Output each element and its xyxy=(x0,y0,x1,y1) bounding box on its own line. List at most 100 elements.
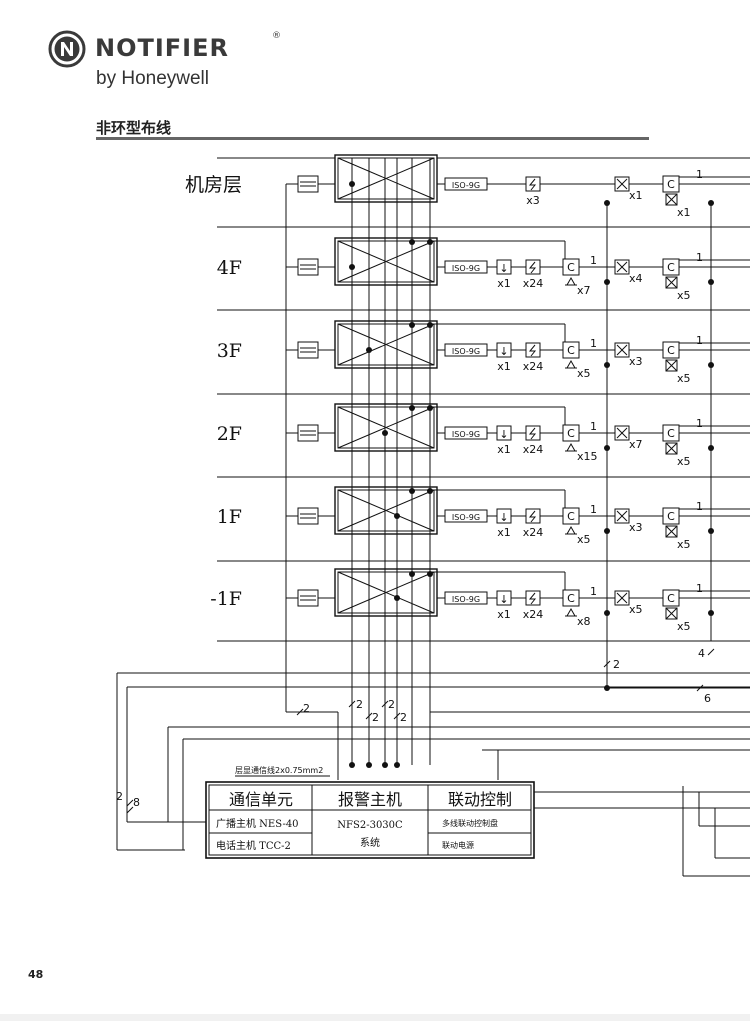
junction-dot xyxy=(382,430,388,436)
wire-count: 4 xyxy=(698,647,705,660)
brand-subtitle: by Honeywell xyxy=(96,68,209,89)
junction-dot xyxy=(604,279,610,285)
table-header: 通信单元 xyxy=(229,790,293,809)
box-cross-line xyxy=(337,157,435,200)
wire-count-tick xyxy=(603,660,611,668)
device-count: x15 xyxy=(577,450,598,463)
junction-dot xyxy=(708,528,714,534)
floor-display-icon xyxy=(297,175,319,193)
floor-label: 3F xyxy=(217,340,242,362)
box-cross-line xyxy=(337,323,435,366)
beam-glyph xyxy=(616,592,628,604)
module-letter: C xyxy=(667,344,675,357)
table-outer-border xyxy=(205,781,535,859)
device-count: x24 xyxy=(523,277,544,290)
floor-label: -1F xyxy=(210,588,242,610)
wire-count: 2 xyxy=(116,790,123,803)
speaker-icon xyxy=(566,525,576,535)
device-count: x24 xyxy=(523,608,544,621)
relay-glyph xyxy=(665,193,678,206)
junction-dot xyxy=(427,488,433,494)
table-cell: 系统 xyxy=(360,836,380,849)
floor-display-icon xyxy=(297,424,319,442)
beam-glyph xyxy=(616,427,628,439)
isolator-label: ISO-9G xyxy=(452,264,480,273)
junction-dot xyxy=(394,595,400,601)
junction-dot xyxy=(708,445,714,451)
device-count: x5 xyxy=(677,455,691,468)
module-letter: C xyxy=(567,510,575,523)
notifier-logo-icon xyxy=(48,30,86,68)
junction-dot xyxy=(366,347,372,353)
detector-icon xyxy=(525,590,541,606)
device-count: x5 xyxy=(629,603,643,616)
device-count: x1 xyxy=(629,189,643,202)
junction-dot xyxy=(427,405,433,411)
junction-dot xyxy=(427,239,433,245)
manual-glyph: ↓ xyxy=(499,345,508,358)
line-tag: 1 xyxy=(590,254,597,267)
detector-icon xyxy=(525,425,541,441)
table-header: 联动控制 xyxy=(448,790,512,809)
module-letter: C xyxy=(567,261,575,274)
junction-dot xyxy=(349,264,355,270)
junction-dot xyxy=(394,513,400,519)
line-tag: 1 xyxy=(590,420,597,433)
junction-dot xyxy=(427,322,433,328)
detector-glyph xyxy=(528,427,537,440)
speaker-icon xyxy=(566,359,576,369)
junction-dot xyxy=(604,445,610,451)
beam-glyph xyxy=(616,510,628,522)
device-count: x24 xyxy=(523,443,544,456)
relay-glyph xyxy=(665,525,678,538)
speaker-icon xyxy=(566,276,576,286)
line-tag: 1 xyxy=(696,582,703,595)
table-note: 层显通信线2x0.75mm2 xyxy=(235,765,323,775)
wire-count: 2 xyxy=(356,698,363,711)
wire-count: 2 xyxy=(388,698,395,711)
control-table: 层显通信线2x0.75mm2通信单元报警主机联动控制广播主机 NES-40电话主… xyxy=(205,765,535,859)
device-count: x8 xyxy=(577,615,591,628)
beam-glyph xyxy=(616,344,628,356)
table-inner-border xyxy=(208,784,532,856)
device-count: x5 xyxy=(677,620,691,633)
module-letter: C xyxy=(567,427,575,440)
table-cell: 电话主机 TCC-2 xyxy=(216,839,291,852)
manual-glyph: ↓ xyxy=(499,428,508,441)
device-count: x1 xyxy=(497,526,511,539)
device-count: x1 xyxy=(497,360,511,373)
wire-count: 2 xyxy=(372,711,379,724)
detector-icon xyxy=(525,259,541,275)
detector-glyph xyxy=(528,261,537,274)
line-tag: 1 xyxy=(590,585,597,598)
junction-box-inner xyxy=(337,571,435,614)
beam-glyph xyxy=(616,261,628,273)
floor-label: 机房层 xyxy=(185,174,242,196)
isolator-label: ISO-9G xyxy=(452,347,480,356)
device-count: x1 xyxy=(497,443,511,456)
junction-dot xyxy=(366,762,372,768)
line-tag: 1 xyxy=(590,337,597,350)
junction-box-inner xyxy=(337,157,435,200)
line-tag: 1 xyxy=(696,251,703,264)
relay-glyph xyxy=(665,607,678,620)
isolator-label: ISO-9G xyxy=(452,513,480,522)
module-letter: C xyxy=(667,427,675,440)
device-count: x1 xyxy=(497,277,511,290)
line-tag: 1 xyxy=(696,334,703,347)
floor-label: 2F xyxy=(217,423,242,445)
table-cell: 广播主机 NES-40 xyxy=(216,817,299,830)
detector-glyph xyxy=(528,178,537,191)
wire-count: 2 xyxy=(400,711,407,724)
box-cross-line xyxy=(337,489,435,532)
module-letter: C xyxy=(667,592,675,605)
junction-dot xyxy=(604,610,610,616)
wire-count-tick xyxy=(126,806,134,814)
table-cell: 多线联动控制盘 xyxy=(442,818,498,828)
page-number: 48 xyxy=(28,968,44,981)
wire-count-tick xyxy=(348,700,356,708)
junction-box-inner xyxy=(337,240,435,283)
wire-count: 2 xyxy=(303,702,310,715)
brand-name: NOTIFIER xyxy=(95,34,229,62)
